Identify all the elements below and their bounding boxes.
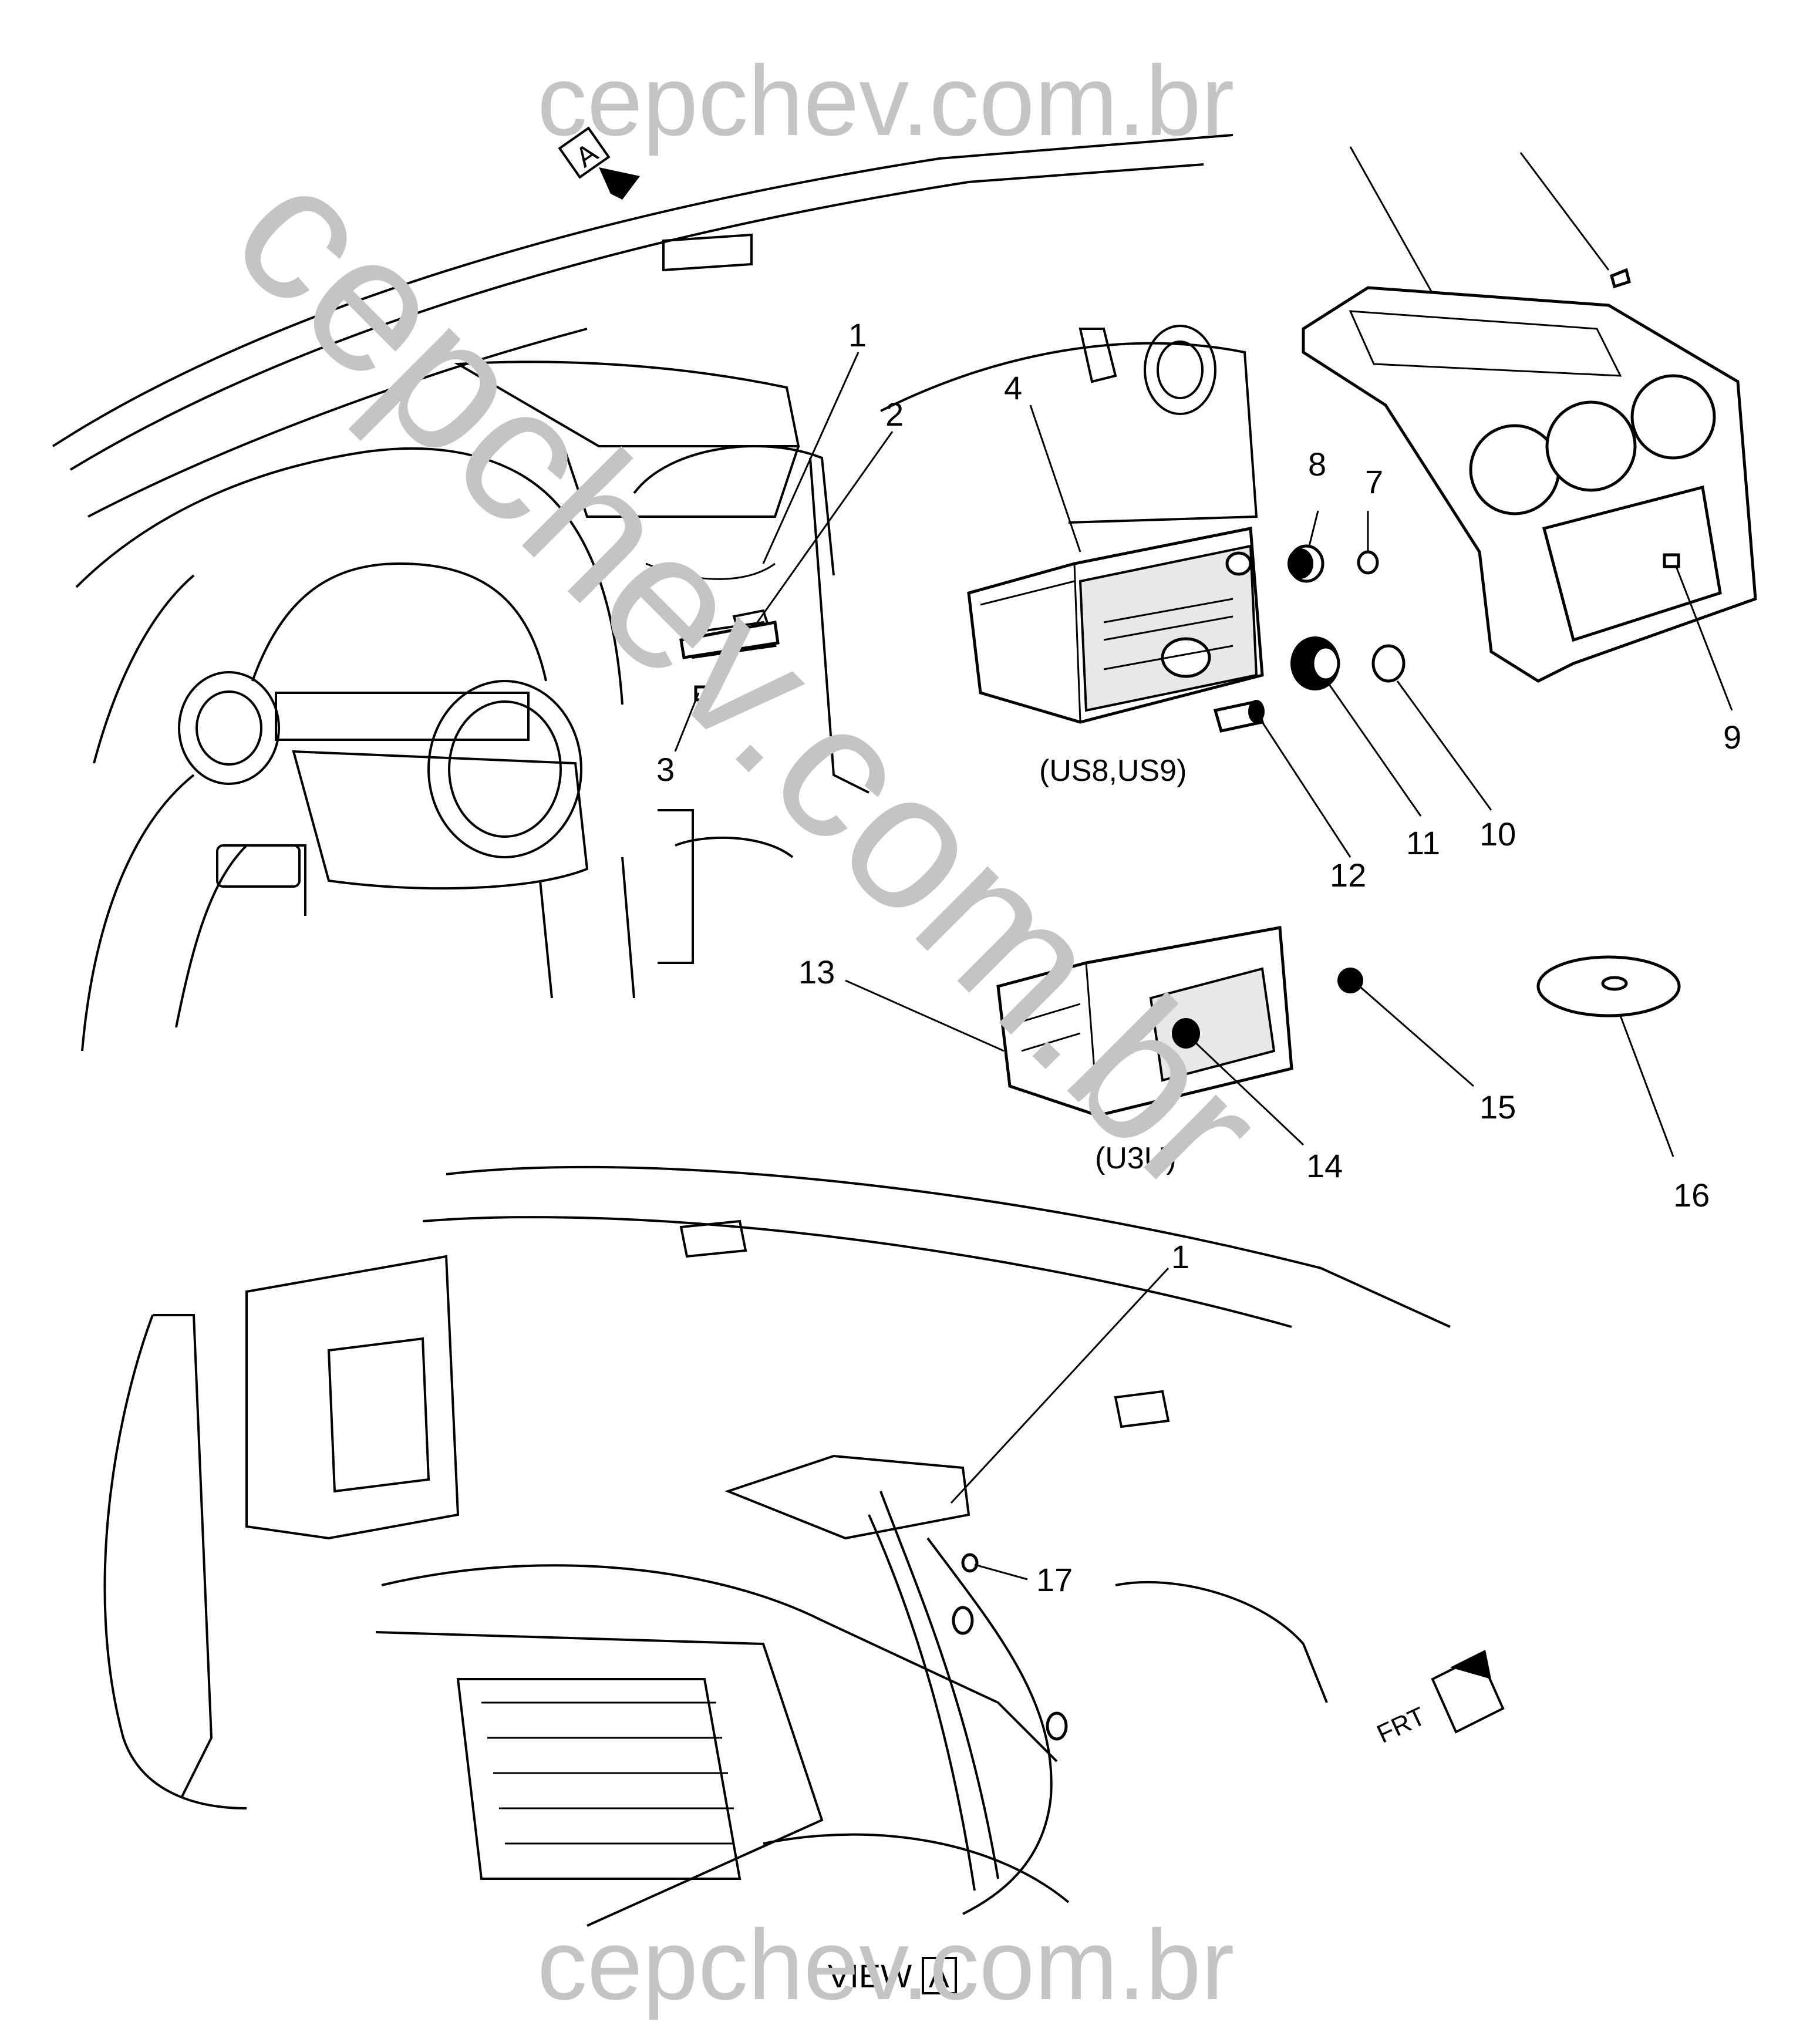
washer-10 <box>1371 644 1406 683</box>
callout-10: 10 <box>1479 815 1516 852</box>
front-arrow-label: FRT <box>1373 1701 1430 1748</box>
watermark-bottom: cepchev.com.br <box>537 1909 1234 2021</box>
knob-11 <box>1290 636 1340 690</box>
view-a-label: VIEW A <box>828 1957 957 1994</box>
callout-8: 8 <box>1308 446 1326 483</box>
view-a-box-letter: A <box>929 1960 949 1994</box>
callout-7: 7 <box>1365 463 1383 500</box>
callout-11: 11 <box>1406 824 1440 861</box>
watermark-top: cepchev.com.br <box>537 45 1234 157</box>
leader-lines <box>674 146 1733 1580</box>
knob-15 <box>1337 968 1363 993</box>
callout-3: 3 <box>656 751 675 788</box>
callout-13: 13 <box>798 953 835 990</box>
front-direction-arrow: FRT <box>1373 1650 1505 1749</box>
trim-bezel-5 <box>1302 268 1757 683</box>
clip-3 <box>694 685 712 702</box>
callout-1-view-a: 1 <box>1171 1238 1189 1275</box>
connector-2 <box>679 621 780 659</box>
callout-2: 2 <box>885 396 904 433</box>
callout-17: 17 <box>1036 1561 1073 1598</box>
view-a-text: VIEW <box>828 1957 912 1994</box>
callout-14: 14 <box>1306 1147 1343 1184</box>
callout-15: 15 <box>1479 1088 1516 1125</box>
callout-12: 12 <box>1330 857 1366 894</box>
view-a-arrow: A <box>558 126 640 200</box>
knob-8 <box>1288 544 1324 583</box>
variant-label-u3u: (U3U) <box>1095 1141 1177 1175</box>
disc-16 <box>1536 955 1681 1017</box>
callout-9: 9 <box>1723 719 1741 756</box>
nut-7 <box>1357 550 1379 575</box>
radio-u3u <box>996 926 1293 1117</box>
screw-12 <box>1213 700 1265 733</box>
callout-1: 1 <box>848 316 867 353</box>
variant-label-us8-us9: (US8,US9) <box>1039 754 1187 788</box>
callout-16: 16 <box>1673 1177 1710 1214</box>
view-a-lower-drawing <box>103 1165 1451 1927</box>
callout-4: 4 <box>1004 369 1022 406</box>
callout-numbers: 1 2 3 4 8 7 9 10 11 12 13 14 15 16 1 17 <box>656 316 1741 1598</box>
upper-dashboard-drawing <box>52 134 1258 1052</box>
radio-us8-us9 <box>967 526 1264 724</box>
